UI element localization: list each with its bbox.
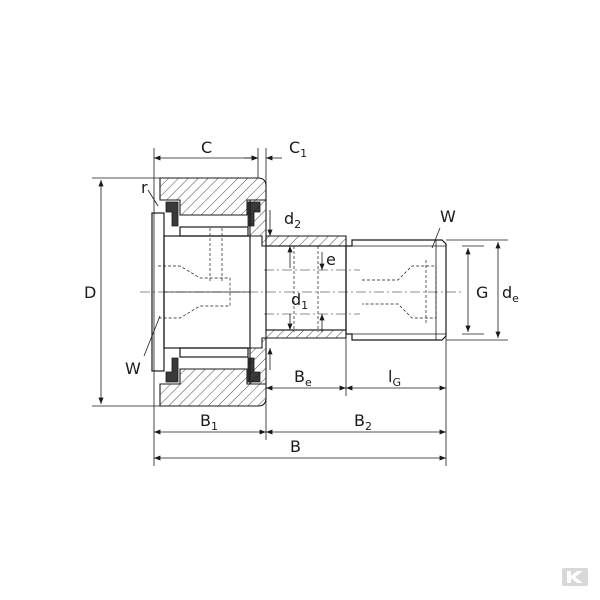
label-G: G xyxy=(476,283,488,302)
label-r: r xyxy=(141,178,148,197)
label-C1: C1 xyxy=(289,138,307,160)
label-C: C xyxy=(201,138,212,157)
label-e: e xyxy=(326,250,336,269)
label-B1: B1 xyxy=(200,411,218,433)
brand-k-logo-icon xyxy=(562,568,588,586)
threaded-shank xyxy=(345,239,447,341)
centerlines xyxy=(140,269,462,315)
label-de: de xyxy=(502,283,519,305)
dimension-labels: C C1 r d2 W e D d1 G de W Be lG B1 B2 B xyxy=(84,138,519,456)
dimension-lines xyxy=(98,155,501,461)
label-d2: d2 xyxy=(284,209,301,231)
label-B: B xyxy=(290,437,301,456)
label-W-left: W xyxy=(125,359,141,378)
outer-ring xyxy=(159,177,267,407)
label-d1: d1 xyxy=(291,290,308,312)
label-D: D xyxy=(84,283,96,302)
label-W-right: W xyxy=(440,207,456,226)
label-B2: B2 xyxy=(354,411,372,433)
label-lG: lG xyxy=(388,367,401,389)
extension-lines xyxy=(92,148,508,466)
label-Be: Be xyxy=(294,367,312,389)
